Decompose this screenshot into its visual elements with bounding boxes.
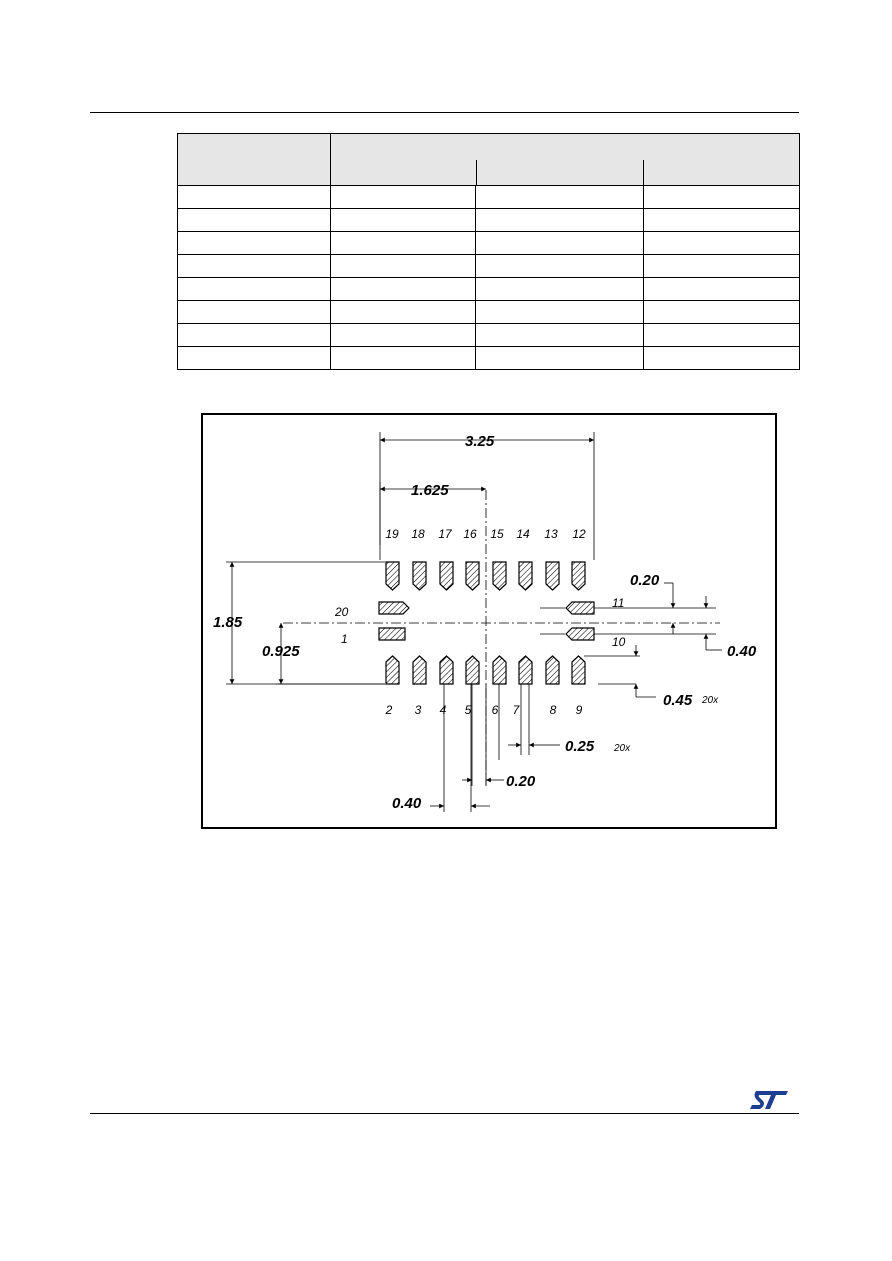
- pad-11: [565, 601, 595, 615]
- pad-20: [378, 601, 410, 615]
- dimension-table: [177, 133, 801, 370]
- table-row: [177, 346, 801, 370]
- pin-label: 5: [465, 703, 472, 717]
- table-header-row: [177, 133, 801, 186]
- dim-half-width: 1.625: [411, 482, 449, 499]
- pad-1: [378, 627, 406, 641]
- dim-center-offset: 0.20: [506, 773, 536, 790]
- pin-label: 9: [576, 703, 583, 717]
- side-pin-labels: 20 1 11 10: [334, 596, 626, 649]
- table-row: [177, 208, 801, 232]
- extension-lines: [226, 432, 716, 812]
- center-lines: [283, 490, 720, 785]
- pin-label: 16: [463, 527, 477, 541]
- table-row: [177, 231, 801, 255]
- table-header-cell: [177, 133, 331, 186]
- table-row: [177, 185, 801, 209]
- table-row: [177, 254, 801, 278]
- top-pin-labels: 19 18 17 16 15 14 13 12: [385, 527, 586, 541]
- pin-label: 1: [341, 632, 348, 646]
- pad-8: [545, 655, 560, 685]
- table-row: [177, 277, 801, 301]
- pad-13: [545, 561, 560, 591]
- bottom-pad-row: [385, 655, 586, 685]
- pad-7: [518, 655, 533, 685]
- pin-label: 4: [440, 703, 447, 717]
- pin-label: 20: [334, 605, 349, 619]
- pad-length-count: 20x: [701, 695, 719, 706]
- footprint-drawing: 19 18 17 16 15 14 13 12 2 3 4 5 6 7 8 9 …: [213, 432, 757, 812]
- pin-label: 8: [550, 703, 557, 717]
- table-header-cell: [329, 133, 801, 186]
- pin-label: 3: [415, 703, 422, 717]
- pin-label: 12: [572, 527, 586, 541]
- pin-label: 13: [544, 527, 558, 541]
- pad-16: [465, 561, 480, 591]
- dim-height: 1.85: [213, 614, 243, 631]
- dim-half-height: 0.925: [262, 643, 300, 660]
- pad-width-count: 20x: [613, 743, 631, 754]
- pad-4: [439, 655, 454, 685]
- pin-label: 7: [513, 703, 521, 717]
- pad-3: [412, 655, 427, 685]
- pin-label: 2: [385, 703, 393, 717]
- pin-label: 11: [612, 596, 624, 610]
- pin-label: 19: [385, 527, 399, 541]
- pad-14: [518, 561, 533, 591]
- pad-9: [571, 655, 586, 685]
- pin-label: 6: [492, 703, 499, 717]
- pad-6: [492, 655, 507, 685]
- count-labels: 20x 20x: [613, 695, 719, 754]
- pin-label: 10: [612, 635, 626, 649]
- dimension-values: 3.25 1.625 1.85 0.925 0.20 0.40 0.45 0.2…: [213, 433, 757, 812]
- top-pad-row: [385, 561, 586, 591]
- dim-width: 3.25: [465, 433, 495, 450]
- header-rule: [90, 112, 799, 113]
- table-row: [177, 300, 801, 324]
- side-pads: [378, 601, 595, 641]
- table-row: [177, 323, 801, 347]
- pad-15: [492, 561, 507, 591]
- pin-label: 17: [438, 527, 453, 541]
- pad-17: [439, 561, 454, 591]
- pad-19: [385, 561, 400, 591]
- pin-label: 15: [490, 527, 504, 541]
- st-logo-icon: [750, 1091, 788, 1109]
- pad-12: [571, 561, 586, 591]
- pad-2: [385, 655, 400, 685]
- pad-18: [412, 561, 427, 591]
- pad-5: [465, 655, 480, 685]
- dimension-lines: [229, 437, 722, 809]
- pad-10: [565, 627, 595, 641]
- dim-pad-width: 0.25: [565, 738, 595, 755]
- dim-pad-length: 0.45: [663, 692, 693, 709]
- dim-pitch-right: 0.20: [630, 572, 660, 589]
- bottom-pin-labels: 2 3 4 5 6 7 8 9: [385, 703, 583, 717]
- dim-pitch: 0.40: [392, 795, 422, 812]
- dim-side-gap: 0.40: [727, 643, 757, 660]
- pin-label: 14: [516, 527, 530, 541]
- footer-rule: [90, 1113, 799, 1114]
- pin-label: 18: [411, 527, 425, 541]
- footprint-drawing-frame: 19 18 17 16 15 14 13 12 2 3 4 5 6 7 8 9 …: [201, 413, 777, 829]
